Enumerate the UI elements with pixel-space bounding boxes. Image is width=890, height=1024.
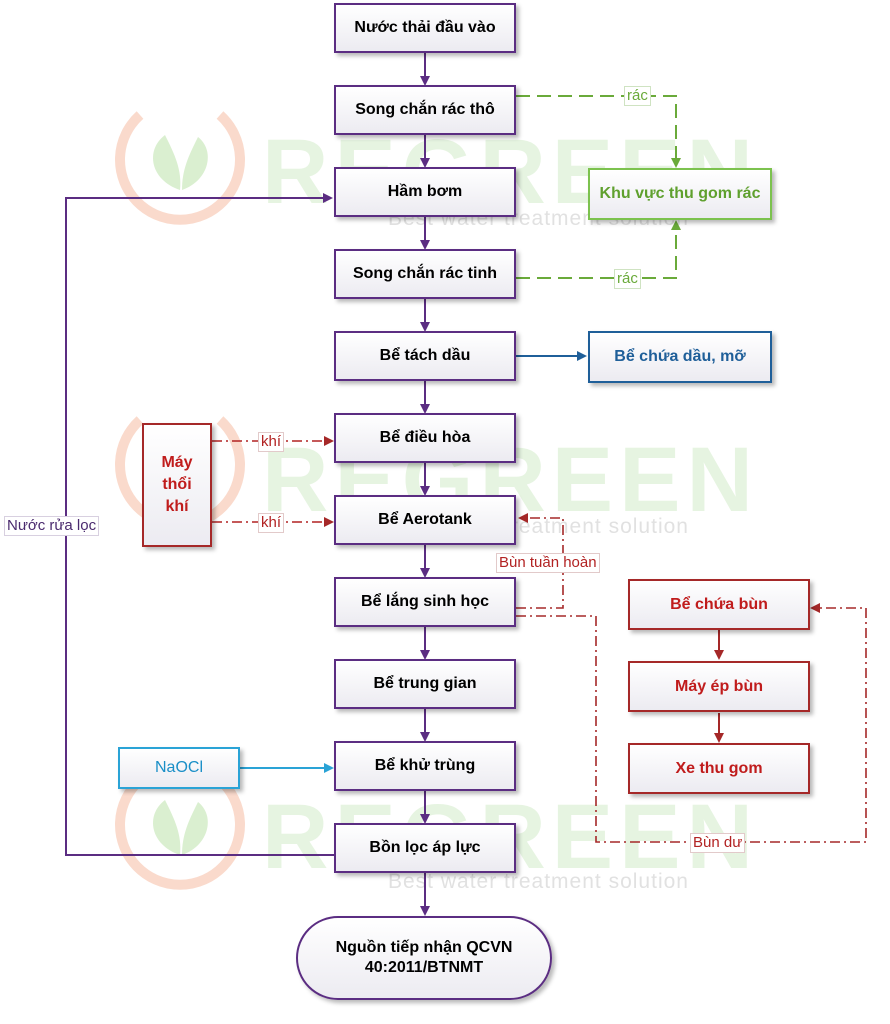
node-blower: Máy thổi khí — [142, 423, 212, 547]
node-influent: Nước thải đầu vào — [334, 3, 516, 53]
label-backwash: Nước rửa lọc — [4, 516, 100, 536]
node-intermediate: Bể trung gian — [334, 659, 516, 709]
node-oil-separator: Bể tách dầu — [334, 331, 516, 381]
node-pump-pit: Hầm bơm — [334, 167, 516, 217]
node-coarse-screen: Song chắn rác thô — [334, 85, 516, 135]
label-return-sludge: Bùn tuần hoàn — [496, 553, 600, 573]
node-trash-collection: Khu vực thu gom rác — [588, 168, 772, 220]
edge-fine-trash — [516, 220, 681, 279]
node-receiver: Nguồn tiếp nhận QCVN 40:2011/BTNMT — [296, 916, 552, 1000]
node-disinfection: Bể khử trùng — [334, 741, 516, 791]
node-aerotank: Bể Aerotank — [334, 495, 516, 545]
label-trash-coarse: rác — [624, 86, 651, 106]
label-excess-sludge: Bùn dư — [690, 833, 746, 853]
node-oil-tank: Bể chứa dầu, mỡ — [588, 331, 772, 383]
label-air-aerotank: khí — [258, 513, 285, 533]
node-equalization: Bể điều hòa — [334, 413, 516, 463]
node-sludge-tank: Bể chứa bùn — [628, 579, 810, 630]
label-trash-fine: rác — [614, 269, 641, 289]
edge-return-sludge — [516, 513, 564, 609]
label-air-equalization: khí — [258, 432, 285, 452]
node-fine-screen: Song chắn rác tinh — [334, 249, 516, 299]
node-pressure-filter: Bồn lọc áp lực — [334, 823, 516, 873]
node-collection-truck: Xe thu gom — [628, 743, 810, 794]
node-sludge-press: Máy ép bùn — [628, 661, 810, 712]
node-clarifier: Bể lắng sinh học — [334, 577, 516, 627]
edge-excess-sludge — [516, 603, 867, 843]
edge-coarse-trash — [516, 95, 681, 168]
node-naocl: NaOCl — [118, 747, 240, 789]
